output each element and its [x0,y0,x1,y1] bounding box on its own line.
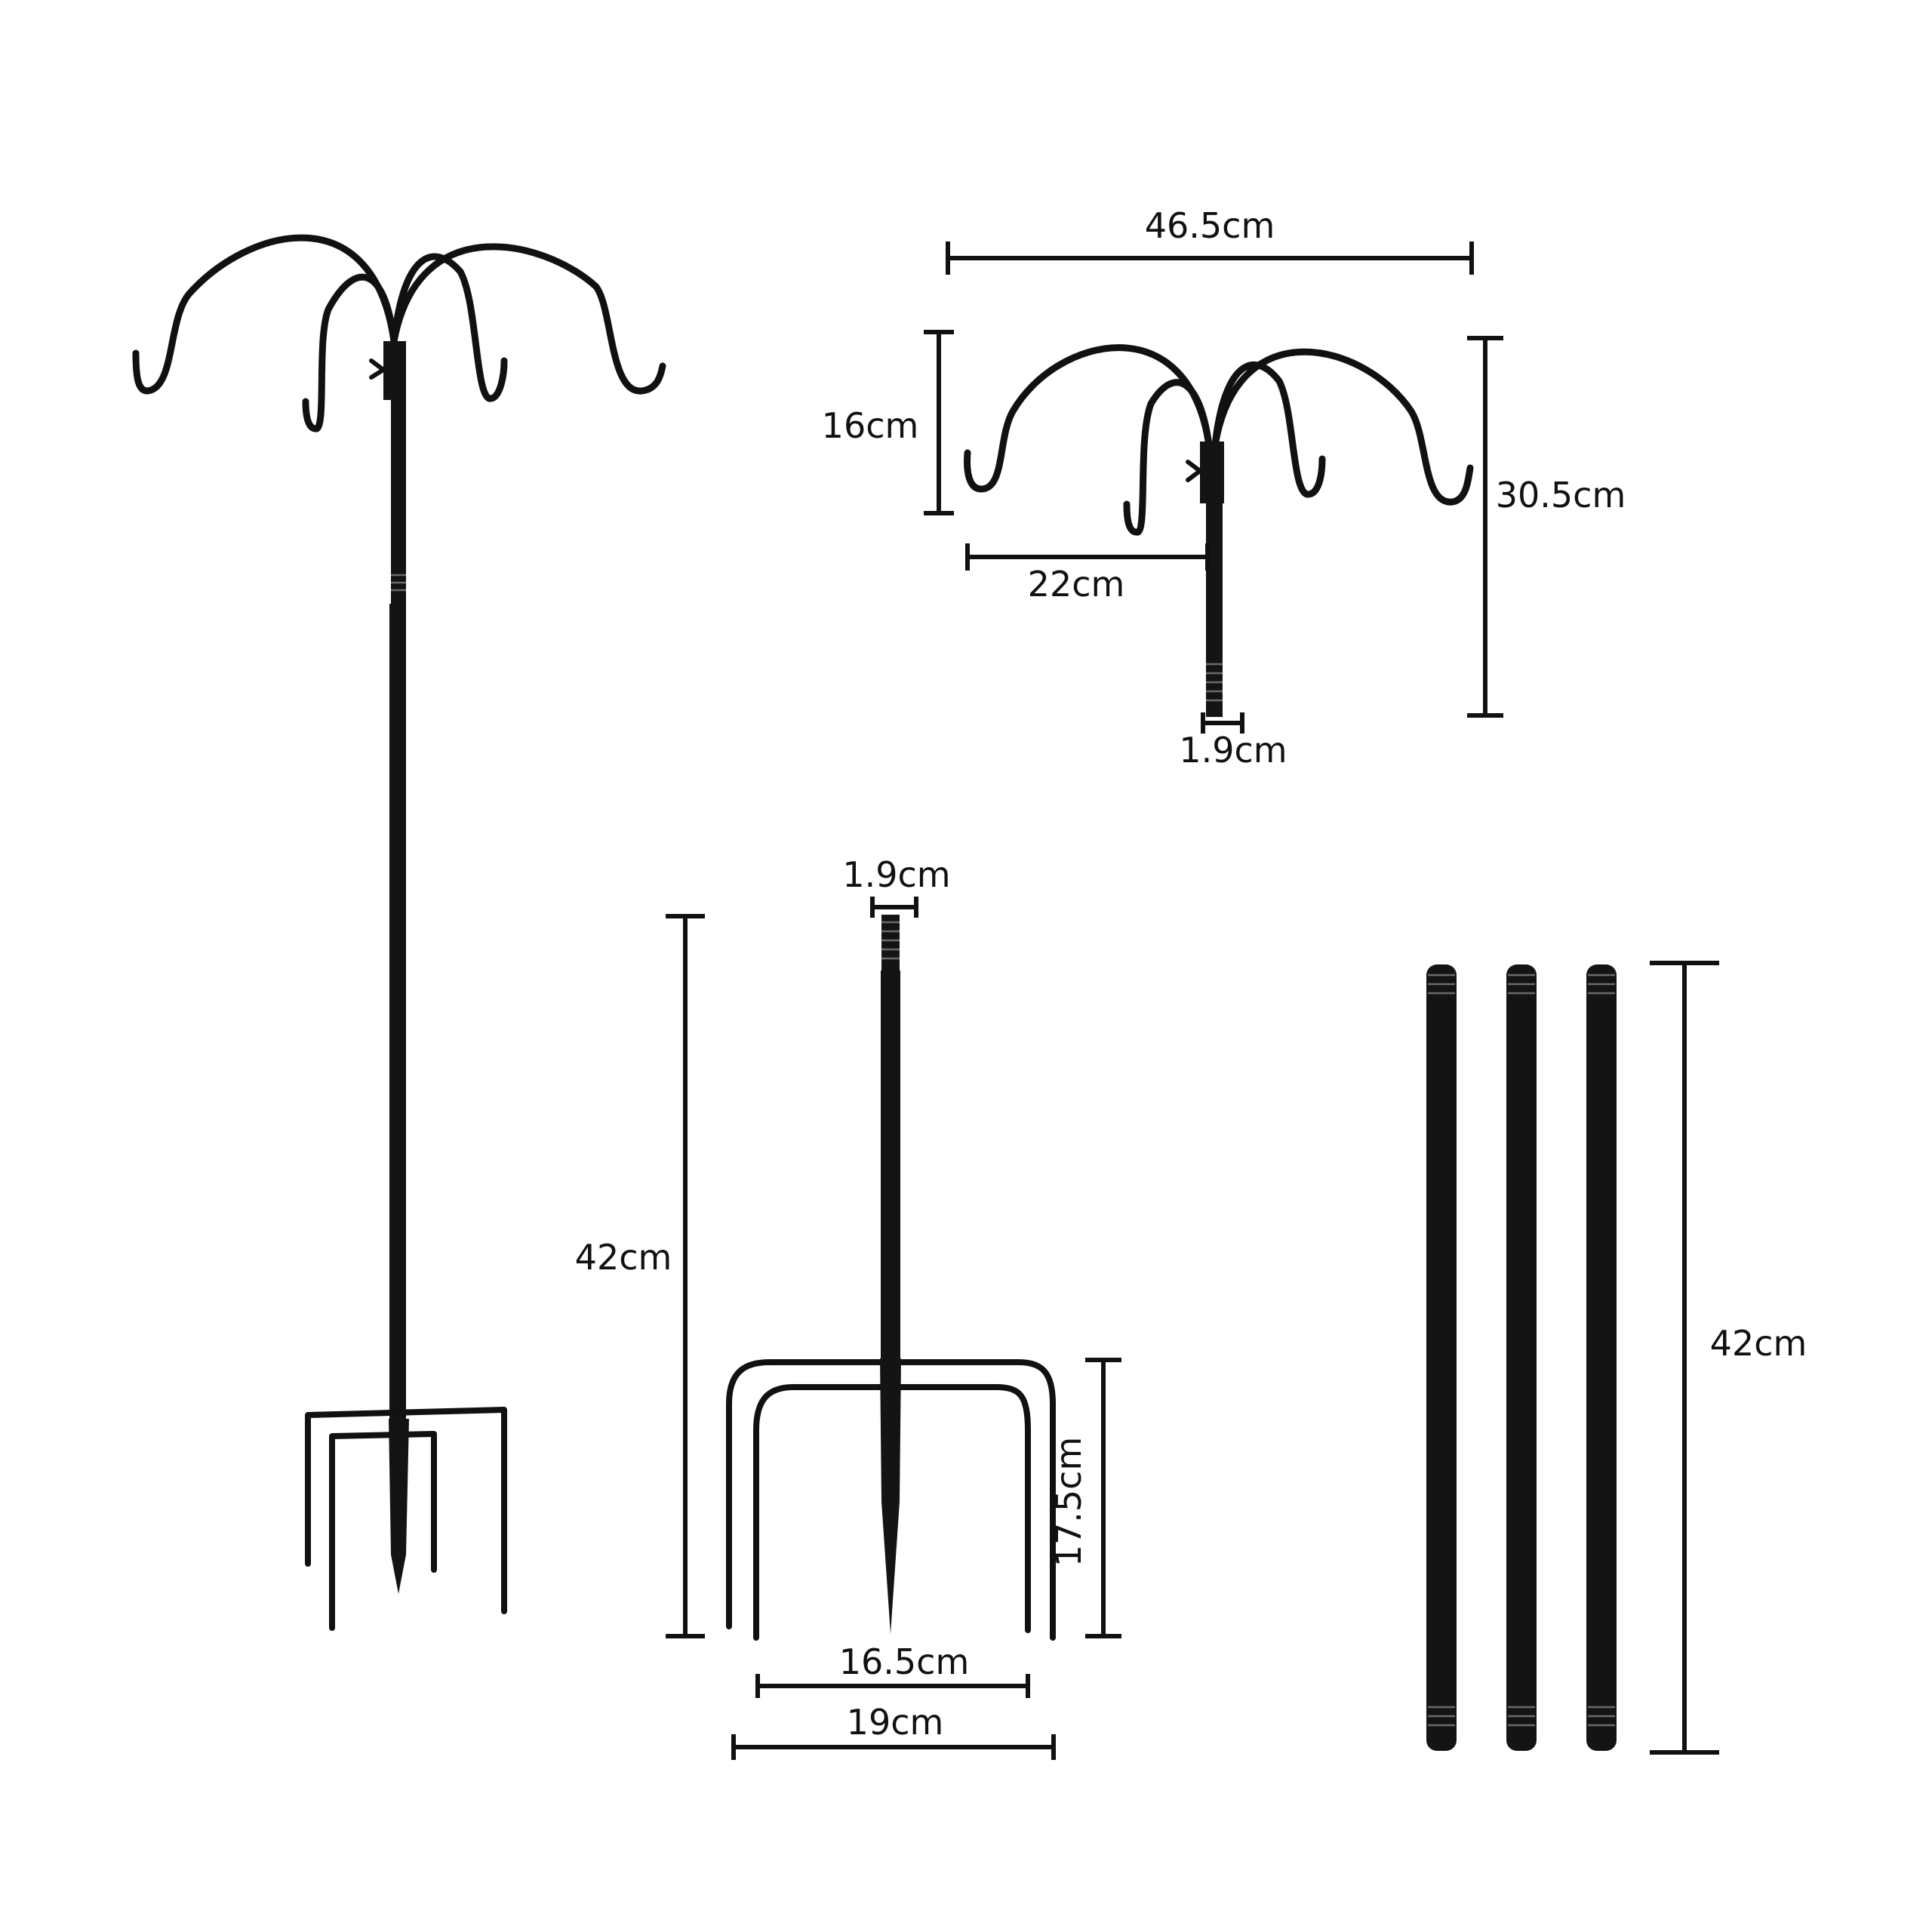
extension-pole-length-dimension: 42cm [1650,961,1807,1755]
stake-height-dimension: 42cm [575,914,705,1638]
hook-top-diameter-label: 1.9cm [1179,730,1287,771]
stake-threads [881,921,900,960]
extension-pole [1426,964,1457,1751]
assembled-collar [383,341,406,400]
extension-pole-length-label: 42cm [1710,1323,1807,1364]
hook-top-collar [1200,441,1224,503]
assembled-pole-lower [389,604,406,1419]
extension-poles: 42cm [1426,961,1807,1755]
hook-top-drop-dimension: 16cm [822,330,954,515]
stake-prong-height-label: 17.5cm [1048,1437,1089,1567]
stake-shaft [881,971,900,1371]
hook-top-height-dimension: 30.5cm [1467,336,1626,718]
stake-prongs [726,1358,1056,1641]
extension-pole [1506,964,1537,1751]
stake-diameter-dimension: 1.9cm [842,854,951,918]
ground-stake-detail: 1.9cm 42cm 17.5cm 16.5cm 19cm [575,854,1121,1760]
hook-top-arms [964,344,1474,536]
hook-top-screw-icon [1186,460,1202,482]
stake-prong-height-dimension: 17.5cm [1048,1358,1121,1638]
assembled-stake-prongs [305,1407,507,1631]
hook-top-diameter-dimension: 1.9cm [1179,712,1287,771]
stake-height-label: 42cm [575,1237,672,1278]
hook-top-detail: 46.5cm 16cm 30.5cm 22cm 1.9cm [822,205,1626,771]
assembled-pole-upper [391,392,406,604]
hook-top-width-dimension: 46.5cm [946,205,1474,275]
assembled-shepherd-hook [132,234,666,1631]
hook-top-width-label: 46.5cm [1145,205,1275,246]
hook-top-drop-label: 16cm [822,405,919,446]
stake-outer-width-label: 19cm [847,1702,944,1743]
stake-threaded-tip [881,915,900,971]
hook-top-pole [1206,498,1223,717]
stake-outer-width-dimension: 19cm [731,1702,1056,1760]
stake-inner-width-label: 16.5cm [839,1641,970,1682]
hook-top-pole-threads [1206,663,1223,702]
assembled-hook-arms [132,234,666,432]
hook-top-reach-dimension: 22cm [965,543,1210,605]
stake-inner-width-dimension: 16.5cm [755,1641,1030,1698]
stake-diameter-label: 1.9cm [842,854,950,895]
thumb-screw-icon [369,358,386,380]
assembled-pole-joint [391,574,406,592]
extension-pole [1586,964,1617,1751]
hook-top-reach-label: 22cm [1028,564,1125,605]
hook-top-height-label: 30.5cm [1496,475,1626,515]
